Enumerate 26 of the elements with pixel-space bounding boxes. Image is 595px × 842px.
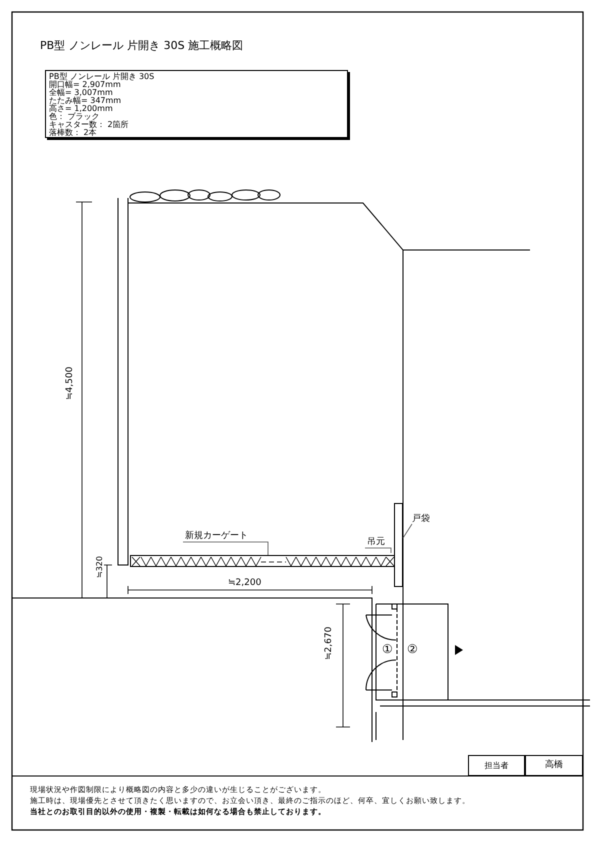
spec-line: 開口幅= 2,907mm: [49, 81, 121, 89]
callout-text: 新規カーゲート: [185, 532, 248, 541]
callout-number: ①: [382, 643, 393, 655]
callout-text: 吊元: [367, 538, 385, 547]
spec-line: 色： ブラック: [49, 113, 101, 121]
spec-line: たたみ幅= 347mm: [49, 97, 122, 105]
callout-text: 戸袋: [412, 515, 430, 524]
spec-line: 落棒数： 2本: [49, 129, 98, 137]
table-cell: 担当者: [468, 755, 525, 776]
spec-box: [45, 70, 348, 138]
leader-line: [402, 524, 412, 538]
dimension-label: ≒2,670: [325, 626, 334, 660]
spec-line: 高さ= 1,200mm: [49, 105, 114, 113]
title: PB型 ノンレール 片開き 30S 施工概略図: [40, 40, 244, 51]
door-pocket-box: [394, 503, 403, 587]
dimension-label: ≒2,200: [228, 579, 262, 588]
table-cell: 高橋: [525, 755, 583, 776]
spec-line: キャスター数： 2箇所: [49, 121, 130, 129]
leader-line: [182, 542, 268, 556]
dimension-label: ≒4,500: [66, 366, 75, 400]
spec-heading: PB型 ノンレール 片開き 30S: [49, 73, 156, 81]
dimension-label: ≒320: [96, 556, 104, 578]
spec-line: 全幅= 3,007mm: [49, 89, 114, 97]
callout-number: ②: [407, 643, 418, 655]
car-gate-bar: [130, 555, 395, 567]
leader-line: [364, 548, 392, 554]
